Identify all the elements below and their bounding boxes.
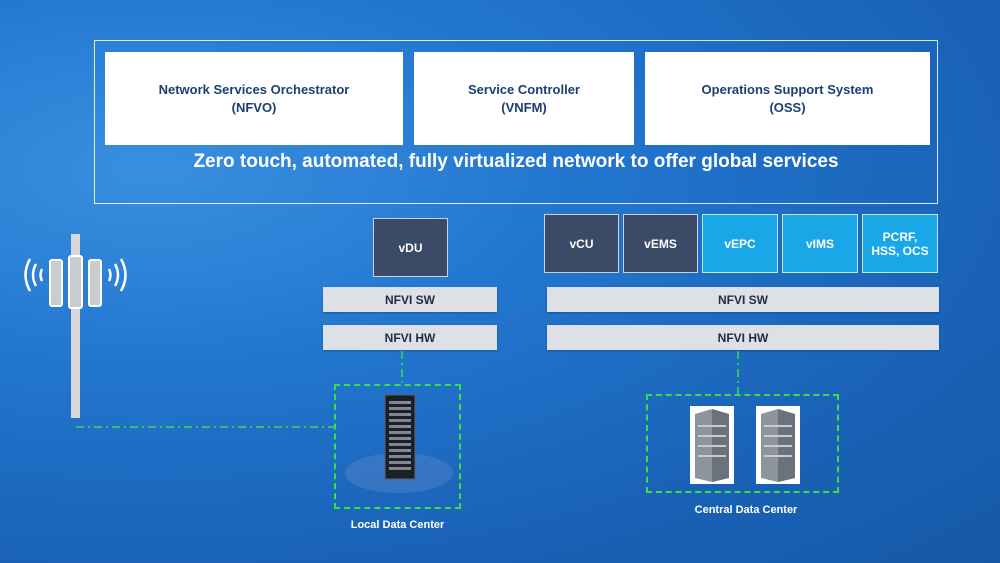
vnfm-title: Service Controller [468, 81, 580, 97]
vnf-vcu-label: vCU [569, 236, 594, 251]
oss-title: Operations Support System [701, 81, 874, 97]
vnf-vcu[interactable]: vCU [544, 214, 619, 273]
tagline: Zero touch, automated, fully virtualized… [193, 151, 839, 172]
central-data-center[interactable] [646, 394, 839, 493]
local-nfvi-hw[interactable]: NFVI HW [323, 325, 497, 350]
vnfm-box[interactable]: Service Controller (VNFM) [414, 52, 634, 145]
local-nfvi-sw-label: NFVI SW [385, 292, 435, 307]
cell-tower-icon [20, 228, 135, 420]
vnf-vems-label: vEMS [644, 236, 677, 251]
central-nfvi-hw-label: NFVI HW [717, 330, 769, 345]
tower-server-icon [690, 406, 734, 484]
vnf-vems[interactable]: vEMS [623, 214, 698, 273]
vnf-pcrf-label: PCRF, HSS, OCS [871, 229, 929, 258]
vnf-vdu[interactable]: vDU [373, 218, 448, 277]
orchestration-frame [94, 40, 938, 204]
nfvo-box[interactable]: Network Services Orchestrator (NFVO) [105, 52, 403, 145]
local-nfvi-sw[interactable]: NFVI SW [323, 287, 497, 312]
vnf-vepc-label: vEPC [724, 236, 756, 251]
oss-abbr: (OSS) [769, 99, 806, 115]
local-nfvi-hw-label: NFVI HW [384, 330, 436, 345]
central-nfvi-sw-label: NFVI SW [718, 292, 768, 307]
oss-box[interactable]: Operations Support System (OSS) [645, 52, 930, 145]
vnf-vdu-label: vDU [398, 240, 423, 255]
vnf-vims[interactable]: vIMS [782, 214, 858, 273]
central-nfvi-sw[interactable]: NFVI SW [547, 287, 939, 312]
local-data-center-caption: Local Data Center [350, 519, 445, 531]
central-nfvi-hw[interactable]: NFVI HW [547, 325, 939, 350]
vnf-pcrf-hss-ocs[interactable]: PCRF, HSS, OCS [862, 214, 938, 273]
nfvo-abbr: (NFVO) [231, 99, 277, 115]
vnf-vepc[interactable]: vEPC [702, 214, 778, 273]
server-rack-icon [343, 393, 455, 497]
local-data-center[interactable] [334, 384, 461, 509]
tower-server-icon [756, 406, 800, 484]
nfvo-title: Network Services Orchestrator [158, 81, 350, 97]
vnfm-abbr: (VNFM) [501, 99, 547, 115]
central-data-center-caption: Central Data Center [694, 504, 798, 516]
vnf-vims-label: vIMS [805, 236, 834, 251]
